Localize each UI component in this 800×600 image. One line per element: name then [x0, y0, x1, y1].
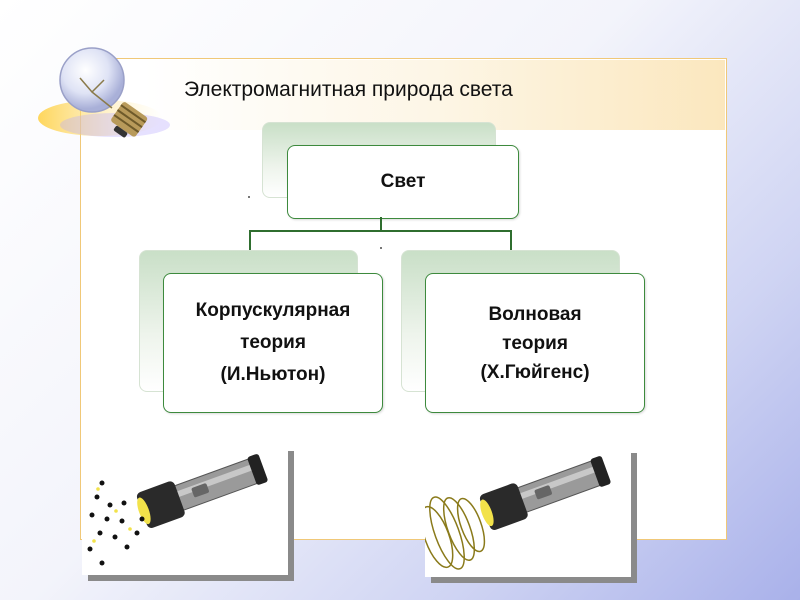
particle-dots: [87, 480, 145, 566]
flashlight-particles-icon: [87, 454, 268, 566]
left-node-line1: Корпускулярная: [195, 300, 351, 321]
left-node-line3: (И.Ньютон): [220, 364, 326, 385]
left-node: Корпускулярная теория (И.Ньютон): [163, 273, 383, 413]
title-band: [80, 60, 725, 130]
connector-left: [249, 230, 251, 250]
wave-rings: [425, 496, 486, 570]
root-node-label: Свет: [380, 171, 426, 192]
dot: [380, 247, 382, 249]
right-node: Волновая теория (Х.Гюйгенс): [425, 273, 645, 413]
root-node: Свет: [287, 145, 519, 219]
connector-right: [510, 230, 512, 250]
right-node-line2: теория: [502, 332, 568, 354]
slide-title: Электромагнитная природа света: [184, 78, 513, 101]
right-node-line1: Волновая: [488, 303, 582, 325]
light-bulb-icon: [38, 47, 170, 138]
flashlight-waves-icon: [425, 456, 611, 570]
flashlight-particles-image: [82, 445, 288, 575]
connector-horizontal: [249, 230, 512, 232]
connector-root: [380, 217, 382, 231]
right-node-line3: (Х.Гюйгенс): [480, 361, 590, 383]
flashlight-waves-image: [425, 447, 631, 577]
dot: [248, 196, 250, 198]
left-node-line2: теория: [240, 332, 306, 353]
